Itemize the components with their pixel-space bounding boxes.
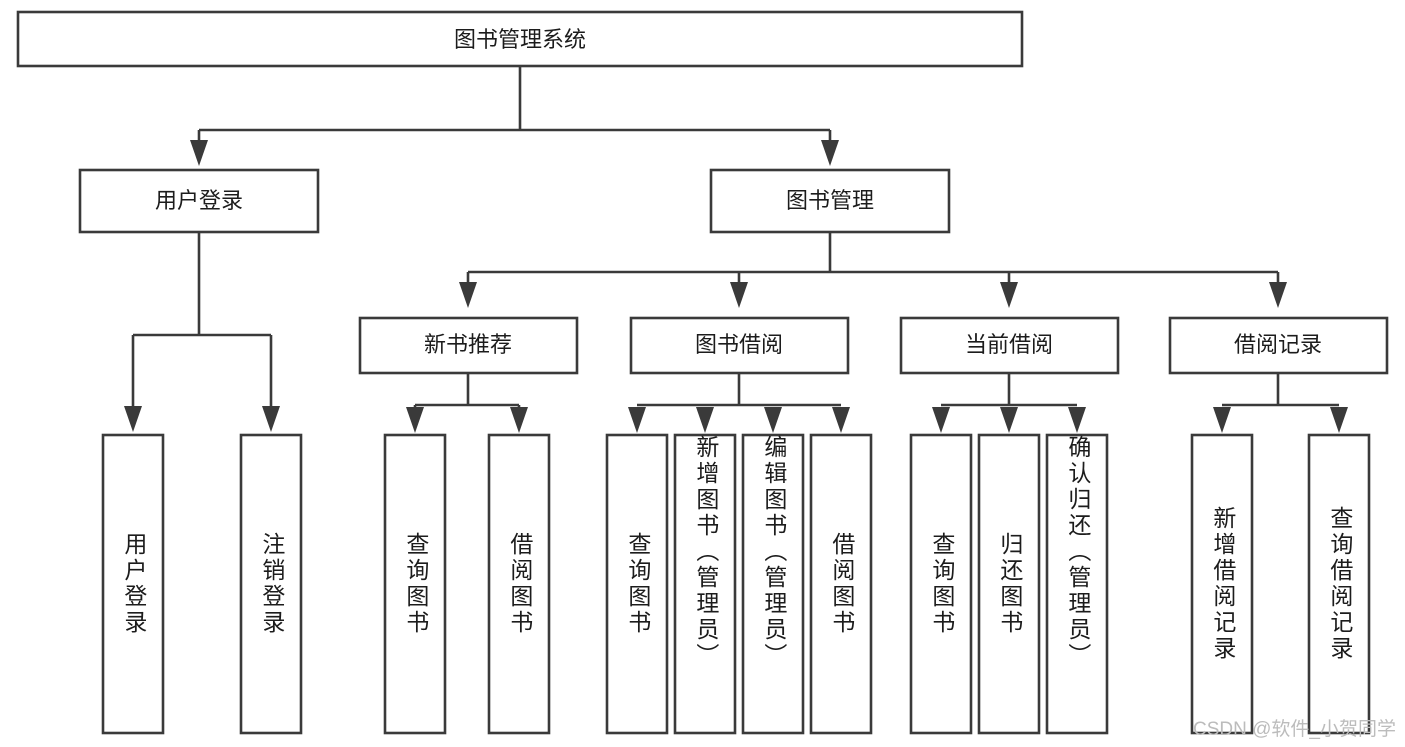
arrowhead-leaf-edit-book-admin bbox=[764, 407, 782, 433]
node-user-login-label: 用户登录 bbox=[155, 188, 243, 213]
arrowhead-to-user-login bbox=[190, 140, 208, 166]
arrowhead-leaf-borrow-book-2 bbox=[832, 407, 850, 433]
leaf-box-user-login bbox=[101, 433, 165, 735]
node-book-borrow-label: 图书借阅 bbox=[695, 332, 783, 357]
node-current-borrow-box bbox=[899, 316, 1120, 375]
node-borrow-record-label: 借阅记录 bbox=[1234, 332, 1322, 357]
node-new-book-recommend-label: 新书推荐 bbox=[424, 332, 512, 357]
arrowhead-leaf-borrow-book-1 bbox=[510, 407, 528, 433]
arrowhead-leaf-query-borrow-record bbox=[1330, 407, 1348, 433]
leaf-box-logout-login bbox=[239, 433, 303, 735]
arrowhead-leaf-query-book-1 bbox=[406, 407, 424, 433]
node-book-manage-label: 图书管理 bbox=[786, 188, 874, 213]
arrowhead-to-book-borrow bbox=[730, 282, 748, 308]
arrowhead-leaf-add-borrow-record bbox=[1213, 407, 1231, 433]
leaf-box-add-book-admin bbox=[673, 433, 737, 735]
arrowhead-to-book-manage bbox=[821, 140, 839, 166]
csdn-watermark: CSDN @软件_小贺同学 bbox=[1193, 718, 1396, 740]
node-borrow-record-box bbox=[1168, 316, 1389, 375]
arrowhead-leaf-add-book-admin bbox=[696, 407, 714, 433]
arrowhead-leaf-confirm-return-admin bbox=[1068, 407, 1086, 433]
node-new-book-recommend-box bbox=[358, 316, 579, 375]
arrowhead-leaf-return-book bbox=[1000, 407, 1018, 433]
arrowhead-to-current-borrow bbox=[1000, 282, 1018, 308]
node-root-label: 图书管理系统 bbox=[454, 27, 586, 52]
leaf-box-borrow-book-2 bbox=[809, 433, 873, 735]
leaf-box-edit-book-admin bbox=[741, 433, 805, 735]
arrowhead-to-borrow-record bbox=[1269, 282, 1287, 308]
node-root-box bbox=[16, 10, 1024, 68]
node-book-borrow-box bbox=[629, 316, 850, 375]
arrowhead-leaf-user-login bbox=[124, 406, 142, 432]
leaf-box-query-borrow-record bbox=[1307, 433, 1371, 735]
arrowhead-leaf-query-book-3 bbox=[932, 407, 950, 433]
leaf-box-query-book-3 bbox=[909, 433, 973, 735]
arrowhead-leaf-query-book-2 bbox=[628, 407, 646, 433]
arrowhead-leaf-logout-login bbox=[262, 406, 280, 432]
leaf-box-confirm-return-admin bbox=[1045, 433, 1109, 735]
node-book-manage-box bbox=[709, 168, 951, 234]
leaf-box-add-borrow-record bbox=[1190, 433, 1254, 735]
leaf-box-query-book-2 bbox=[605, 433, 669, 735]
arrowhead-to-new-book-recommend bbox=[459, 282, 477, 308]
leaf-box-borrow-book-1 bbox=[487, 433, 551, 735]
leaf-box-return-book bbox=[977, 433, 1041, 735]
leaf-box-query-book-1 bbox=[383, 433, 447, 735]
node-current-borrow-label: 当前借阅 bbox=[965, 332, 1053, 357]
